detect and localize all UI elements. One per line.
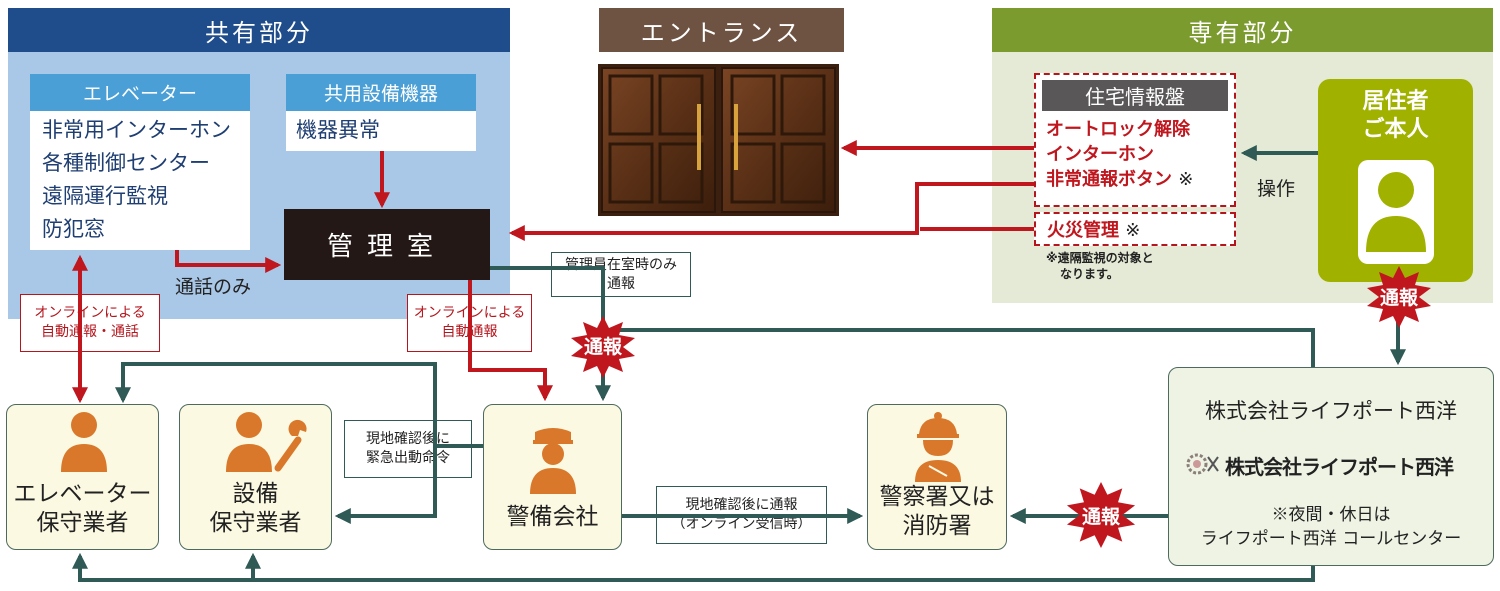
footnote-line: ※遠隔監視の対象と xyxy=(1046,251,1154,265)
elevator-label: エレベーター xyxy=(30,74,250,111)
equipment-label: 共用設備機器 xyxy=(286,74,476,111)
operation-label: 操作 xyxy=(1257,178,1296,200)
actor-label-line: 警察署又は xyxy=(879,484,995,510)
note-line: 現地確認後に xyxy=(366,431,450,447)
arrow-security-to-equip-maint xyxy=(334,446,437,524)
common-area-header: 共有部分 xyxy=(8,8,510,52)
security-company-label: 警備会社 xyxy=(506,504,599,530)
report-burst-badge xyxy=(571,316,635,378)
arrow-company-to-maint-bottom xyxy=(72,552,1315,582)
elevator-item: 防犯窓 xyxy=(42,217,105,241)
report-burst-label: 通報 xyxy=(1081,506,1120,528)
note-online-auto-call: オンラインによる 自動通報・通話 xyxy=(20,294,160,352)
actor-label-line: 消防署 xyxy=(902,513,972,539)
equipment-items-box: 機器異常 xyxy=(286,111,476,151)
report-burst-label: 通報 xyxy=(1379,287,1418,309)
panel-item: オートロック解除 xyxy=(1046,119,1190,140)
report-burst-badge xyxy=(1066,482,1136,548)
worker-icon xyxy=(61,412,107,472)
arrow-kanri-to-security xyxy=(468,280,553,402)
note-line: 通報 xyxy=(607,275,635,292)
fire-management-label: 火災管理 ※ xyxy=(1047,220,1141,241)
management-room: 管理室 xyxy=(284,209,490,280)
equipment-maintenance-label: 設備 保守業者 xyxy=(179,480,332,538)
arrow-security-to-elev-maint xyxy=(115,362,483,448)
note-line: （オンライン受信時） xyxy=(671,516,812,532)
company-note-line: ライフポート西洋 コールセンター xyxy=(1200,529,1462,549)
resident-label-line: ご本人 xyxy=(1362,117,1429,142)
security-guard-icon xyxy=(530,428,576,494)
police-officer-icon xyxy=(915,412,961,482)
elevator-item: 遠隔運行監視 xyxy=(42,184,168,208)
company-note: ※夜間・休日は ライフポート西洋 コールセンター xyxy=(1168,503,1494,551)
report-burst-label: 通報 xyxy=(583,336,622,358)
elevator-maintenance-label: エレベーター 保守業者 xyxy=(6,480,159,538)
asterisk-mark: ※ xyxy=(1125,220,1141,241)
actor-label-line: 保守業者 xyxy=(209,510,302,536)
private-area-header: 専有部分 xyxy=(992,8,1493,52)
company-name: 株式会社ライフポート西洋 xyxy=(1205,399,1457,423)
housing-info-panel-title: 住宅情報盤 xyxy=(1042,80,1228,111)
note-line: 自動通報・通話 xyxy=(41,324,139,340)
entrance-doors-illustration xyxy=(598,64,839,216)
footnote-line: なります。 xyxy=(1060,267,1119,281)
housing-info-panel-items: オートロック解除 インターホン 非常通報ボタン ※ xyxy=(1046,117,1236,192)
resident-label: 居住者 ご本人 xyxy=(1318,88,1473,144)
company-logo-text: 株式会社ライフポート西洋 xyxy=(1225,455,1454,479)
elevator-item: 各種制御センター xyxy=(42,151,210,175)
remote-monitoring-footnote: ※遠隔監視の対象と なります。 xyxy=(1046,250,1236,282)
police-fire-label: 警察署又は 消防署 xyxy=(867,483,1007,541)
note-line: オンラインによる xyxy=(34,305,146,321)
elevator-item: 非常用インターホン xyxy=(42,118,231,142)
worker-with-wrench-icon xyxy=(226,412,307,472)
resident-avatar-icon xyxy=(1358,160,1434,264)
note-line: 緊急出動命令 xyxy=(366,450,450,466)
company-box xyxy=(1168,367,1494,566)
call-only-label: 通話のみ xyxy=(175,276,252,298)
note-line: 現地確認後に通報 xyxy=(685,497,798,513)
arrow-elevator-to-kanri xyxy=(175,250,282,273)
resident-label-line: 居住者 xyxy=(1362,89,1429,114)
arrow-company-to-security xyxy=(603,328,1315,367)
elevator-items-box: 非常用インターホン 各種制御センター 遠隔運行監視 防犯窓 xyxy=(30,111,250,250)
company-note-line: ※夜間・休日は xyxy=(1271,505,1391,525)
equipment-item: 機器異常 xyxy=(296,118,380,142)
company-logo-mark xyxy=(1186,453,1219,475)
entrance-header: エントランス xyxy=(599,8,844,52)
actor-label-line: 保守業者 xyxy=(36,510,129,536)
arrow-panel-to-kanri xyxy=(508,182,1034,241)
note-onsite-dispatch: 現地確認後に 緊急出動命令 xyxy=(344,420,472,478)
fire-management-box: 火災管理 ※ xyxy=(1034,212,1236,246)
report-burst-badge xyxy=(1367,266,1431,328)
actor-label-line: エレベーター xyxy=(13,481,152,507)
panel-item: 非常通報ボタン ※ xyxy=(1046,169,1194,190)
actor-label-line: 設備 xyxy=(232,481,279,507)
panel-item: インターホン xyxy=(1046,144,1154,165)
asterisk-mark: ※ xyxy=(1178,169,1194,190)
